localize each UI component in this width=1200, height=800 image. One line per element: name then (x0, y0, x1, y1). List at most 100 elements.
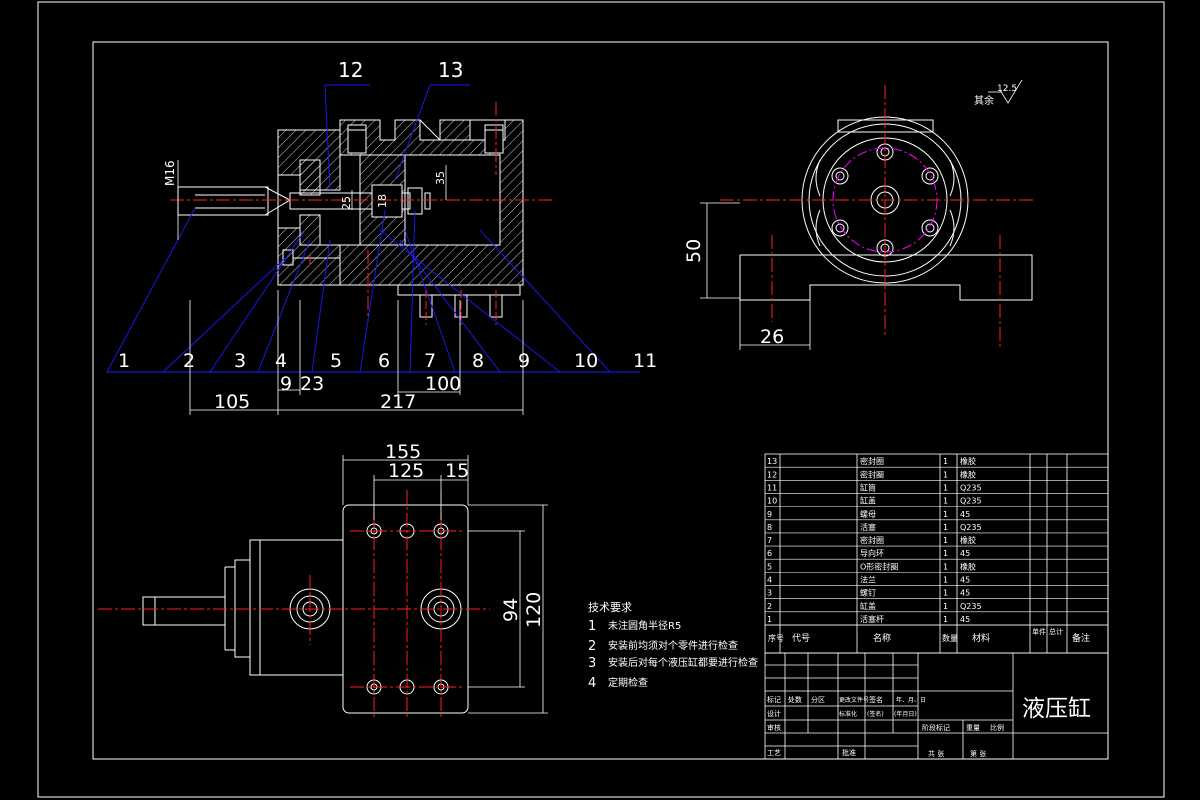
tech-num-2: 2 (588, 639, 596, 654)
bom-cell-material: 橡胶 (960, 469, 976, 479)
bom-cell-no: 4 (767, 576, 772, 585)
dim-50: 50 (683, 239, 705, 263)
bom-cell-no: 1 (767, 615, 772, 624)
side-centerlines (720, 85, 1035, 350)
section-dimension-text: M16 35 25 18 105 9 23 100 217 (163, 160, 461, 413)
tech-num-1: 1 (588, 619, 596, 634)
section-dimension-lines (177, 160, 524, 415)
bom-cell-no: 12 (767, 470, 777, 479)
tb-weight: 重量 (966, 724, 980, 732)
dim-26: 26 (760, 326, 784, 348)
bom-cell-qty: 1 (943, 483, 948, 492)
bom-cell-no: 3 (767, 589, 772, 598)
bom-cell-material: 橡胶 (960, 561, 976, 571)
tech-num-4: 4 (588, 676, 596, 691)
tech-text-2: 安装前均须对个零件进行检查 (608, 639, 738, 652)
bom-cell-qty: 1 (943, 497, 948, 506)
tb-approve: 批准 (842, 748, 856, 757)
tb-sheets-total: 共 张 (928, 749, 944, 758)
bom-cell-material: Q235 (960, 497, 982, 506)
dim-9: 9 (280, 373, 292, 395)
bom-cell-qty: 1 (943, 523, 948, 532)
side-dimension-lines (700, 79, 1023, 350)
bom-cell-name: 螺钉 (860, 588, 876, 598)
tb-mark: 标记 (767, 695, 781, 704)
balloon-1: 1 (118, 350, 130, 372)
inner-frame (92, 41, 1109, 760)
bom-cell-material: 橡胶 (960, 456, 976, 466)
bom-cell-no: 5 (767, 562, 772, 571)
side-dimension-text: 50 26 其余 12.5 (683, 84, 1017, 348)
bom-header-remark: 备注 (1072, 632, 1090, 644)
section-centerlines (170, 102, 555, 325)
tech-heading: 技术要求 (588, 601, 632, 614)
bom-cell-name: 密封圈 (860, 456, 884, 466)
bom-cell-material: 45 (960, 510, 970, 519)
bom-cell-no: 7 (767, 536, 772, 545)
bom-cell-name: 导向环 (860, 548, 884, 558)
tech-text-3: 安装后对每个液压缸都要进行检查 (608, 656, 758, 669)
dim-18: 18 (376, 194, 389, 208)
title-block-text: 标记 处数 分区 更改文件号 签名 年、月、日 设计 标准化 (签名) (年月日… (767, 695, 1091, 758)
bom-header-total: 总计 (1049, 627, 1063, 636)
bom-cell-name: 密封圈 (860, 469, 884, 479)
bom-cell-qty: 1 (943, 457, 948, 466)
balloon-13: 13 (438, 58, 463, 82)
surface-finish-label: 其余 (974, 94, 994, 107)
bom-cell-material: Q235 (960, 483, 982, 492)
bom-cell-material: 45 (960, 549, 970, 558)
title-block-grid (764, 652, 1109, 760)
bom-cell-qty: 1 (943, 576, 948, 585)
bom-cell-qty: 1 (943, 510, 948, 519)
bom-cell-material: Q235 (960, 602, 982, 611)
tb-sig2: (签名) (867, 710, 884, 718)
dim-94: 94 (500, 598, 522, 622)
balloon-3: 3 (234, 350, 246, 372)
dim-100: 100 (425, 373, 461, 395)
dim-155: 155 (385, 441, 421, 463)
bom-header: 序号 代号 名称 数量 材料 单件 总计 备注 (768, 627, 1090, 644)
dim-125: 125 (388, 460, 424, 482)
bom-header-unit: 单件 (1032, 627, 1046, 636)
tech-requirements: 技术要求 1 未注圆角半径R5 2 安装前均须对个零件进行检查 3 安装后对每个… (588, 601, 758, 691)
dim-105: 105 (214, 391, 250, 413)
tb-date2: (年月日) (894, 710, 917, 718)
top-centerlines (98, 490, 490, 720)
balloon-leaders (106, 84, 640, 373)
bom-cell-no: 10 (767, 497, 777, 506)
section-view (177, 119, 524, 318)
dim-35: 35 (434, 171, 447, 185)
bom-cell-no: 9 (767, 510, 772, 519)
bom-header-material: 材料 (972, 632, 990, 644)
bom-header-seq: 序号 (768, 633, 784, 643)
bom-cell-name: 活塞杆 (860, 614, 884, 624)
tech-text-1: 未注圆角半径R5 (608, 619, 681, 632)
bom-cell-qty: 1 (943, 562, 948, 571)
tb-sheet-no: 第 张 (970, 749, 986, 758)
outer-border (37, 1, 1165, 798)
bom-header-qty: 数量 (942, 633, 958, 643)
bom-cell-no: 8 (767, 523, 772, 532)
bom-cell-name: 活塞 (860, 522, 876, 532)
bom-cell-qty: 1 (943, 615, 948, 624)
balloon-2: 2 (183, 350, 195, 372)
surface-finish-value: 12.5 (997, 84, 1017, 94)
top-dimension-lines (342, 455, 548, 714)
tech-text-4: 定期检查 (608, 676, 648, 689)
bom-header-name: 名称 (873, 632, 891, 644)
bom-cell-material: 45 (960, 576, 970, 585)
tb-change: 更改文件号 (839, 696, 869, 704)
bom-cell-material: 橡胶 (960, 535, 976, 545)
tb-review: 审核 (767, 723, 781, 732)
dim-23: 23 (300, 373, 324, 395)
bom-cell-no: 13 (767, 457, 777, 466)
tb-count: 处数 (788, 695, 802, 704)
tb-sign: 签名 (869, 695, 883, 704)
bom-cell-no: 2 (767, 602, 772, 611)
balloon-8: 8 (472, 350, 484, 372)
bom-cell-qty: 1 (943, 470, 948, 479)
tb-process: 工艺 (767, 749, 781, 757)
balloon-4: 4 (275, 350, 287, 372)
bom-cell-material: Q235 (960, 523, 982, 532)
